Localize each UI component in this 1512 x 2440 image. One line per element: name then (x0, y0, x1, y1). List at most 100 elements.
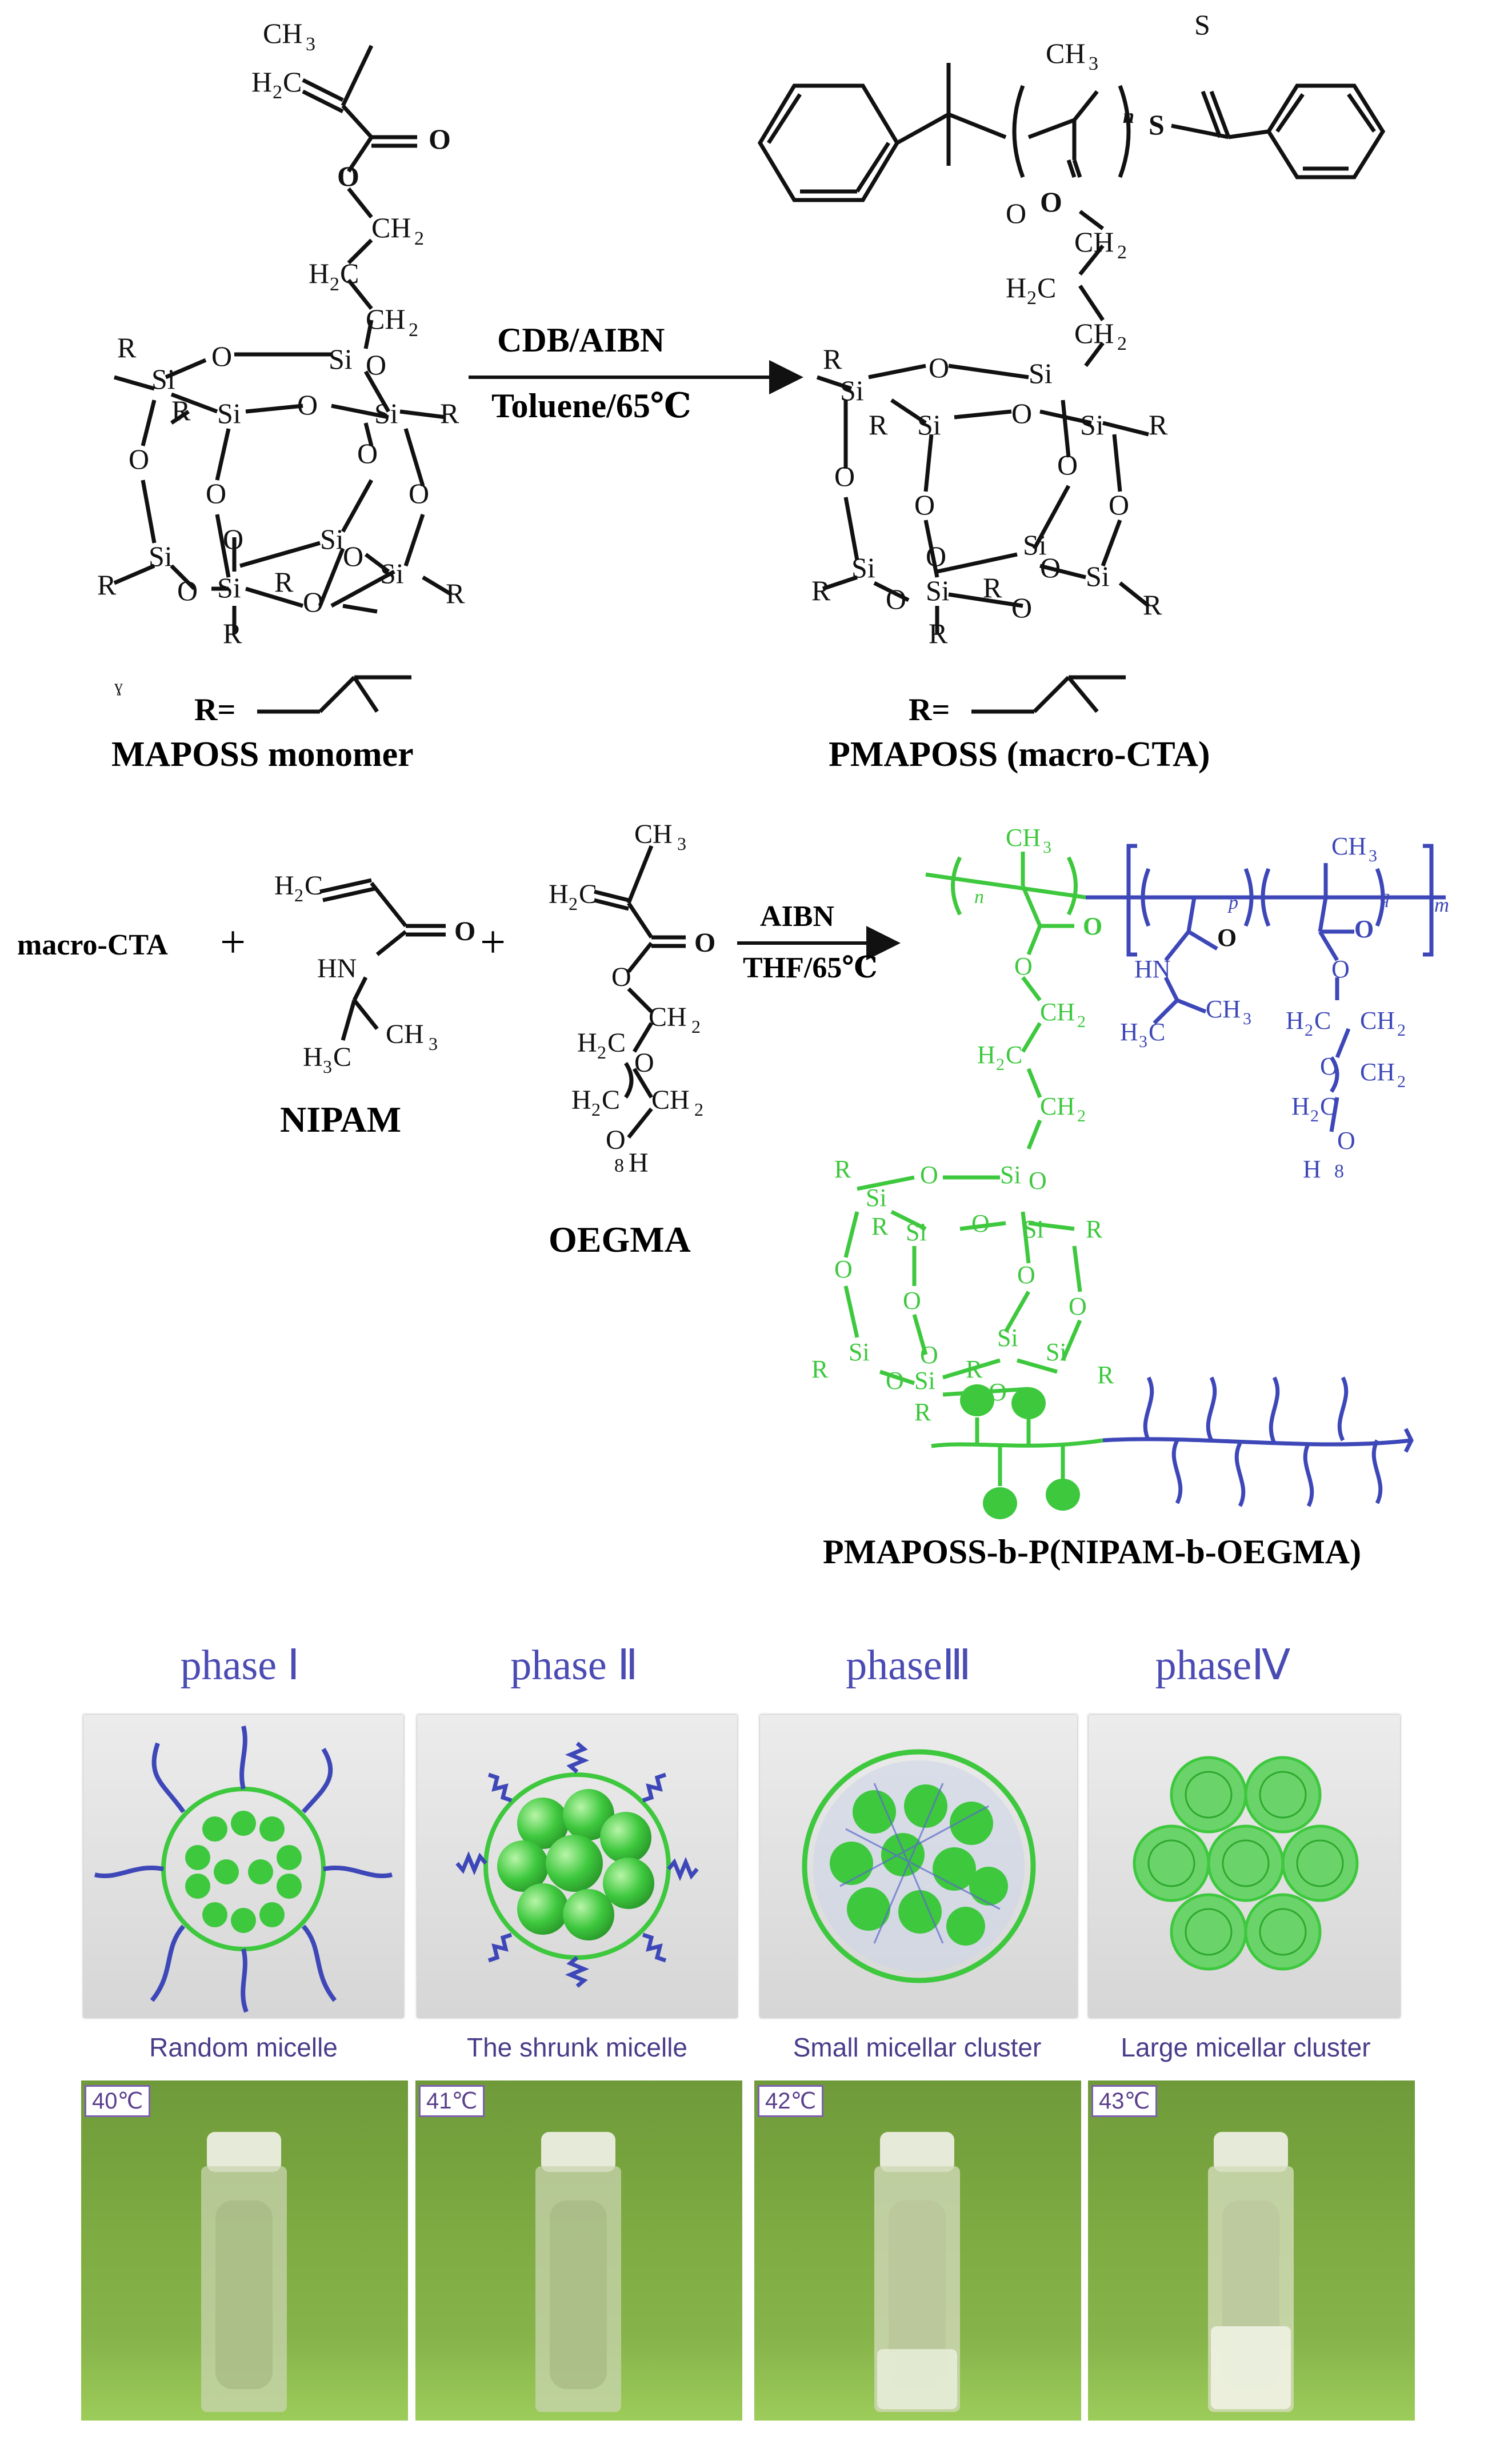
svg-text:Si: Si (380, 557, 404, 589)
phase-3-photo: 42℃ (754, 2080, 1081, 2421)
svg-text:O: O (429, 123, 451, 155)
svg-text:R: R (1149, 409, 1168, 441)
oegma-structure (594, 845, 686, 1139)
phase-title-2: phase Ⅱ (510, 1642, 638, 1689)
phase-4-photo: 43℃ (1088, 2080, 1415, 2421)
svg-text:O: O (1011, 592, 1032, 624)
svg-text:2: 2 (330, 274, 339, 295)
svg-text:O: O (1040, 186, 1062, 218)
svg-text:O: O (223, 523, 243, 555)
svg-text:3: 3 (1369, 846, 1377, 865)
svg-text:O: O (1040, 552, 1061, 584)
svg-text:CH: CH (263, 17, 302, 49)
reagents-top-1: CDB/AIBN (497, 321, 665, 359)
svg-text:O: O (1029, 1167, 1047, 1195)
svg-text:R: R (811, 574, 831, 606)
svg-text:H: H (274, 870, 294, 901)
svg-text:R: R (834, 1155, 851, 1183)
product-r-label: R= (909, 692, 950, 728)
svg-text:Si: Si (374, 397, 398, 429)
svg-text:CH: CH (649, 1002, 687, 1032)
svg-text:C: C (340, 257, 359, 289)
svg-text:O: O (886, 1367, 904, 1395)
svg-text:m: m (1434, 893, 1449, 916)
svg-text:O: O (1057, 449, 1078, 481)
svg-text:R: R (97, 569, 117, 601)
svg-text:Si: Si (217, 572, 241, 604)
svg-text:O: O (914, 489, 935, 521)
svg-text:O: O (1354, 915, 1374, 943)
svg-text:O: O (1017, 1261, 1035, 1289)
temperature-label: 42℃ (758, 2085, 824, 2117)
oegma-label: OEGMA (549, 1219, 691, 1260)
svg-text:O: O (303, 586, 323, 618)
svg-text:2: 2 (996, 1055, 1005, 1074)
svg-text:3: 3 (677, 833, 686, 854)
svg-text:R: R (983, 572, 1002, 604)
svg-text:H: H (1006, 271, 1026, 303)
svg-text:O: O (177, 574, 198, 606)
svg-text:R: R (1097, 1361, 1114, 1389)
maposs-monomer-label: MAPOSS monomer (111, 735, 414, 774)
svg-text:R: R (823, 343, 842, 375)
svg-text:q: q (1380, 886, 1390, 908)
svg-text:O: O (971, 1209, 990, 1237)
svg-text:C: C (579, 879, 597, 909)
svg-text:2: 2 (414, 228, 424, 249)
svg-text:Si: Si (1000, 1161, 1021, 1189)
pnipam-poegma-block-structure (1086, 844, 1446, 1132)
svg-text:2: 2 (1310, 1107, 1319, 1125)
svg-text:8: 8 (1334, 1161, 1344, 1182)
reagents-bottom-2: THF/65℃ (743, 952, 878, 984)
brush-polymer-schematic (931, 1376, 1414, 1519)
svg-text:Si: Si (849, 1338, 870, 1366)
svg-text:2: 2 (569, 893, 578, 914)
svg-text:R: R (171, 394, 191, 426)
svg-text:O: O (343, 540, 363, 572)
svg-text:O: O (1337, 1127, 1355, 1155)
svg-text:C: C (1006, 1041, 1022, 1069)
temperature-label: 40℃ (85, 2085, 151, 2117)
phase-2-photo: 41℃ (415, 2080, 742, 2421)
svg-text:R: R (871, 1212, 889, 1240)
svg-text:R: R (966, 1355, 983, 1383)
svg-text:CH: CH (1360, 1058, 1395, 1086)
svg-text:C: C (1314, 1007, 1331, 1035)
svg-text:2: 2 (597, 1042, 606, 1063)
svg-text:Si: Si (1029, 357, 1053, 389)
svg-text:ɣ: ɣ (114, 677, 123, 696)
svg-text:O: O (357, 437, 378, 469)
svg-text:CH: CH (1331, 832, 1366, 860)
svg-text:Si: Si (917, 409, 941, 441)
svg-text:C: C (607, 1028, 626, 1058)
svg-text:O: O (920, 1161, 938, 1189)
svg-text:O: O (211, 340, 232, 372)
svg-text:H: H (977, 1041, 995, 1069)
svg-text:Si: Si (926, 574, 950, 606)
svg-text:Si: Si (997, 1324, 1018, 1352)
reagents-bottom-1: Toluene/65℃ (491, 387, 691, 425)
temperature-label: 43℃ (1091, 2085, 1158, 2117)
svg-text:Si: Si (840, 374, 864, 406)
svg-text:R: R (1143, 589, 1162, 621)
svg-text:R: R (811, 1355, 829, 1383)
svg-text:C: C (1037, 271, 1056, 303)
block-copolymer-label: PMAPOSS-b-P(NIPAM-b-OEGMA) (823, 1533, 1361, 1571)
svg-text:O: O (337, 160, 359, 192)
svg-text:H: H (1303, 1155, 1321, 1183)
svg-text:O: O (886, 583, 906, 615)
svg-text:CH: CH (1360, 1007, 1395, 1035)
svg-text:3: 3 (1243, 1009, 1251, 1028)
svg-text:Si: Si (329, 343, 353, 375)
svg-text:HN: HN (1134, 955, 1171, 983)
cuvette (535, 2132, 621, 2412)
svg-text:2: 2 (1077, 1107, 1086, 1125)
svg-text:2: 2 (691, 1016, 701, 1037)
svg-text:O: O (929, 352, 949, 384)
phase-2-schematic (417, 1715, 737, 2018)
svg-text:n: n (974, 886, 984, 908)
